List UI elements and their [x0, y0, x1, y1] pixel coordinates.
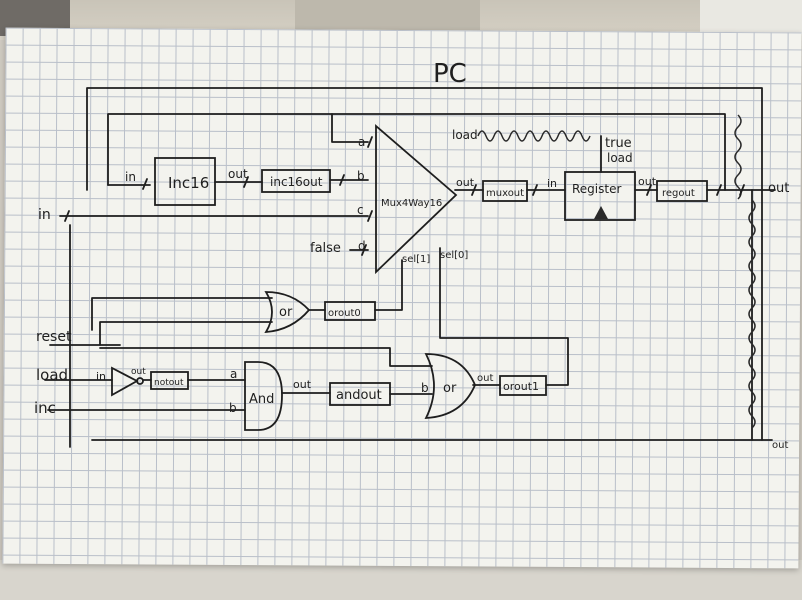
feedback-loop-wires [59, 87, 776, 441]
muxout-wire-label: muxout [482, 180, 528, 202]
svg-text:And: And [249, 392, 274, 407]
register-chip: Register in out true load load [452, 128, 657, 221]
inc16out-wire-label: inc16out [261, 169, 331, 193]
scribble-out-mark [477, 130, 591, 142]
pin-in-label: in [38, 207, 51, 223]
pin-load-label: load [36, 366, 68, 384]
svg-text:out: out [638, 175, 657, 188]
svg-text:regout: regout [662, 188, 695, 199]
svg-text:out: out [228, 167, 248, 181]
svg-text:d: d [358, 239, 366, 253]
svg-text:b: b [421, 381, 429, 395]
svg-text:Inc16: Inc16 [168, 174, 209, 192]
svg-text:Register: Register [572, 182, 621, 196]
bus-slash-marks [64, 136, 745, 256]
svg-text:orout1: orout1 [503, 380, 539, 393]
mux4way16-chip: Mux4Way16 a b c d false out sel[1] sel[0… [310, 124, 475, 275]
background-window [700, 0, 802, 34]
pin-reset-label: reset [36, 329, 72, 345]
pin-out-label: out [768, 181, 789, 196]
svg-text:muxout: muxout [486, 188, 524, 199]
svg-text:or: or [279, 305, 293, 320]
svg-text:a: a [358, 135, 365, 149]
svg-text:out: out [456, 176, 475, 189]
svg-text:notout: notout [154, 378, 184, 388]
svg-text:b: b [229, 401, 237, 415]
svg-text:b: b [357, 169, 365, 183]
input-control-wires [44, 224, 501, 448]
or-bottom-gate: or b out [421, 353, 493, 419]
svg-text:in: in [96, 370, 106, 383]
orout0-wire-label: orout0 [324, 301, 376, 321]
svg-text:true: true [605, 136, 632, 151]
svg-text:in: in [125, 170, 136, 184]
svg-text:in: in [547, 177, 557, 190]
svg-text:out: out [477, 373, 493, 384]
svg-text:a: a [230, 367, 237, 381]
notout-wire-label: notout [150, 371, 189, 390]
svg-text:out: out [131, 367, 146, 377]
svg-text:Mux4Way16: Mux4Way16 [381, 198, 442, 209]
andout-wire-label: andout [329, 382, 391, 406]
background-panel [295, 0, 480, 30]
clock-triangle-icon [594, 206, 608, 219]
pin-inc-label: inc [34, 399, 56, 417]
orout1-wire-label: orout1 [499, 375, 547, 396]
svg-text:orout0: orout0 [328, 308, 361, 319]
scribble-right-side [734, 114, 756, 429]
svg-text:inc16out: inc16out [270, 175, 323, 189]
diagram-title: PC [433, 59, 467, 89]
pin-out-bottom-label: out [772, 440, 788, 451]
svg-text:c: c [357, 203, 364, 217]
not-gate: in out [96, 366, 146, 397]
svg-text:sel[0]: sel[0] [440, 250, 468, 261]
pin-labels: in reset load inc out out [34, 181, 789, 451]
svg-text:load: load [607, 151, 633, 165]
regout-wire-label: regout [656, 180, 708, 202]
inc16-chip: Inc16 in out [125, 157, 248, 206]
svg-text:false: false [310, 241, 341, 256]
svg-text:or: or [443, 381, 457, 396]
svg-text:out: out [293, 378, 312, 391]
svg-text:andout: andout [336, 388, 382, 403]
or-top-gate: or [264, 291, 311, 334]
svg-text:sel[1]: sel[1] [402, 254, 430, 265]
svg-text:load: load [452, 128, 478, 142]
and-gate: And a b out [229, 361, 312, 431]
